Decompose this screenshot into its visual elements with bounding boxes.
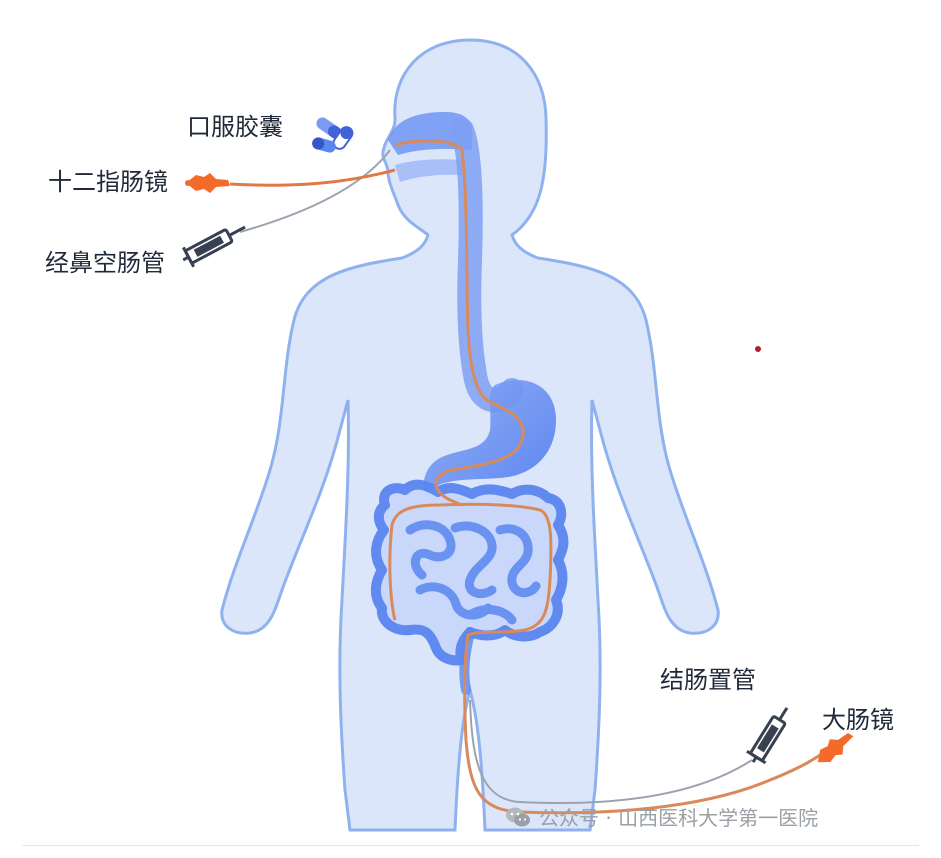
watermark-text: 公众号 · 山西医科大学第一医院 [539,806,819,830]
label-duodenoscope: 十二指肠镜 [48,168,168,196]
body-silhouette [220,38,720,832]
upper-tract-line [394,139,525,507]
duodenoscope-handle-icon [185,173,230,193]
watermark: 公众号 · 山西医科大学第一医院 [505,802,818,831]
colonoscope-handle-icon [817,732,854,763]
label-colonoscope: 大肠镜 [822,706,894,734]
colon-syringe-icon [746,707,789,765]
label-oral-capsule: 口服胶囊 [187,113,283,141]
marker-dot [755,346,761,352]
label-nasojejunal-tube: 经鼻空肠管 [45,249,165,277]
bottom-divider [22,845,919,846]
wechat-icon [506,807,530,826]
capsule-icon [312,117,354,153]
nasojejunal-tube-line [239,149,391,233]
label-colon-tube: 结肠置管 [660,666,756,694]
small-intestine [405,520,541,625]
syringe-icon [182,225,246,268]
duodenoscope-line [229,168,396,187]
stomach [423,380,556,506]
colon-tract-line [388,502,833,815]
oral-cavity [395,159,462,182]
colon-tube-line [469,699,753,805]
